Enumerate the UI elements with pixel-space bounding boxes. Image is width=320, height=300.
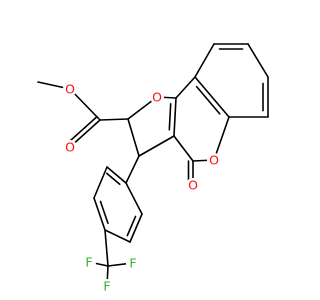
atom-label-background [186,178,200,192]
atom-symbol: O [65,140,75,155]
atom-o-me: O [63,82,77,97]
bond-c7-c8 [247,43,269,78]
atom-symbol: O [65,82,75,97]
atom-f3: F [82,255,96,270]
bond-c3-c3a [138,135,175,157]
bond-inner-c3a-c9b [168,103,172,131]
bond-layer [37,43,269,287]
atom-symbol: O [209,153,219,168]
bond-a4-a5 [104,229,131,243]
bond-second-cest-oco [66,115,98,145]
bond-a2-a3 [93,166,108,199]
bond-a3-a4 [93,197,106,231]
bond-a1-a2 [106,166,127,184]
bond-a4-ccf3 [104,229,109,267]
bond-c9a-c9b [175,76,196,99]
bond-a6-a1 [125,182,143,215]
bond-cest-c2 [99,118,129,121]
bond-inner-a1-a2 [106,172,121,186]
bond-c3a-c4 [173,135,194,162]
bond-ome-cest [69,88,101,121]
atom-symbol: F [129,256,136,271]
atom-symbol: F [85,255,92,270]
bond-c9a-c5a [194,76,230,118]
atom-label-background [63,140,77,154]
bond-o4-c5a [213,116,230,161]
atom-symbol: O [152,90,162,105]
bond-inner-a3-a4 [99,200,109,225]
bond-inner-a5-a6 [126,215,137,237]
atom-label-background [82,255,96,269]
atom-symbol: F [103,279,110,294]
bond-c2-c3 [127,118,140,157]
atom-o-co: O [63,140,77,155]
bond-inner-c9a-c5a [195,85,221,115]
atom-label-background [207,153,221,167]
atom-label-background [150,90,164,104]
atom-o-lac: O [207,153,221,168]
atom-o-fur: O [150,90,164,105]
atom-o-kt: O [186,178,200,193]
bond-c3a-c9b [173,97,177,137]
bond-c9-c9a [194,43,215,78]
bond-c3-a1 [125,155,140,184]
atom-label-background [100,279,114,293]
atom-label-background [126,256,140,270]
atom-f2: F [100,279,114,294]
atom-symbol: O [188,178,198,193]
bond-a5-a6 [129,213,143,243]
atom-f1: F [126,256,140,271]
atom-label-background [63,82,77,96]
